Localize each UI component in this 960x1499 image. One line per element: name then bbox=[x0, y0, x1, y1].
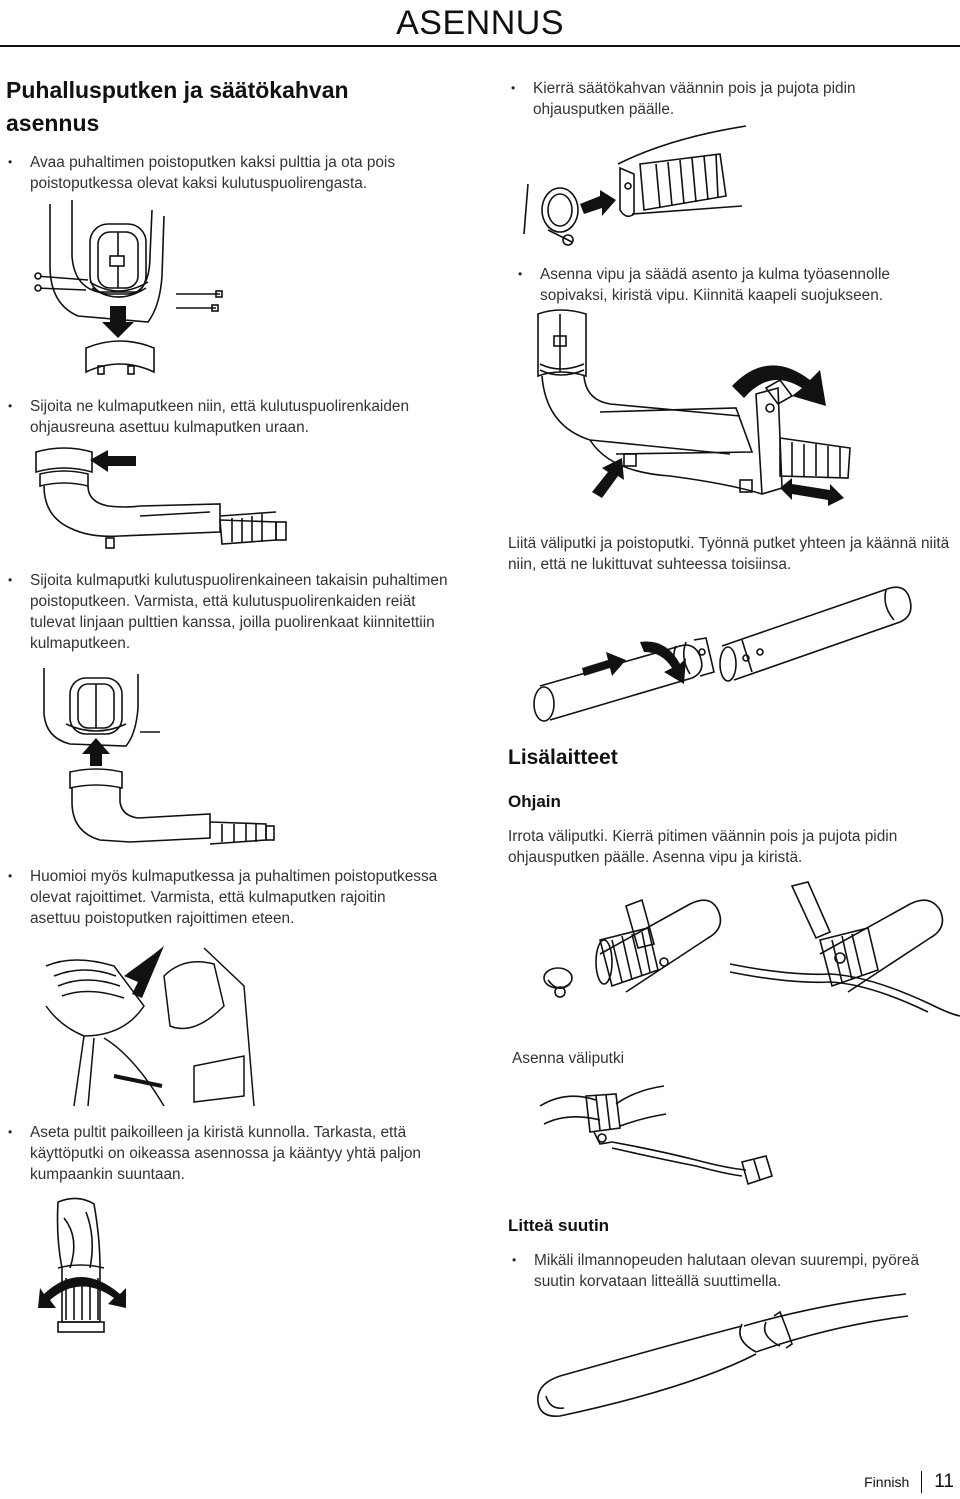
elbow-pipe-rings-illustration bbox=[35, 447, 287, 549]
guide-holder-illustration bbox=[543, 881, 960, 1017]
instruction-bullet-4: Huomioi myös kulmaputkessa ja puhaltimen… bbox=[8, 866, 440, 929]
flat-nozzle-heading: Litteä suutin bbox=[508, 1216, 610, 1235]
instruction-bullet-5: Aseta pultit paikoilleen ja kiristä kunn… bbox=[8, 1122, 455, 1185]
tube-rotation-illustration bbox=[38, 1197, 126, 1333]
instruction-bullet-3: Sijoita kulmaputki kulutuspuolirenkainee… bbox=[8, 570, 460, 654]
figure-caption-install-pipe: Asenna väliputki bbox=[512, 1050, 625, 1067]
lever-adjustment-illustration bbox=[537, 309, 851, 506]
instruction-bullet-1: Avaa puhaltimen poistoputken kaksi pultt… bbox=[8, 152, 450, 194]
connect-pipes-text: Liitä väliputki ja poistoputki. Työnnä p… bbox=[508, 535, 950, 573]
guide-heading: Ohjain bbox=[508, 792, 561, 811]
stopper-closeup-illustration bbox=[45, 946, 255, 1107]
page-number: 11 bbox=[934, 1471, 954, 1492]
flat-nozzle-illustration bbox=[537, 1293, 909, 1418]
blower-outlet-illustration bbox=[34, 200, 223, 375]
page-footer: Finnish 11 bbox=[864, 1471, 954, 1493]
section-heading: Puhallusputken ja säätökahvan asennus bbox=[6, 77, 349, 136]
flat-nozzle-bullet: Mikäli ilmannopeuden halutaan olevan suu… bbox=[512, 1250, 956, 1292]
tube-connection-illustration bbox=[533, 586, 912, 722]
handle-holder-illustration bbox=[523, 125, 747, 246]
intermediate-pipe-illustration bbox=[539, 1085, 773, 1186]
footer-divider bbox=[921, 1471, 923, 1493]
elbow-into-outlet-illustration bbox=[43, 668, 275, 845]
guide-text: Irrota väliputki. Kierrä pitimen väännin… bbox=[508, 828, 898, 866]
accessories-heading: Lisälaitteet bbox=[508, 746, 618, 769]
page-header-title: ASENNUS bbox=[396, 4, 564, 42]
instruction-bullet-7: Asenna vipu ja säädä asento ja kulma työ… bbox=[518, 264, 955, 306]
instruction-bullet-6: Kierrä säätökahvan väännin pois ja pujot… bbox=[511, 78, 943, 120]
header-rule bbox=[0, 45, 960, 47]
instruction-bullet-2: Sijoita ne kulmaputkeen niin, että kulut… bbox=[8, 396, 455, 438]
footer-language: Finnish bbox=[864, 1474, 910, 1490]
